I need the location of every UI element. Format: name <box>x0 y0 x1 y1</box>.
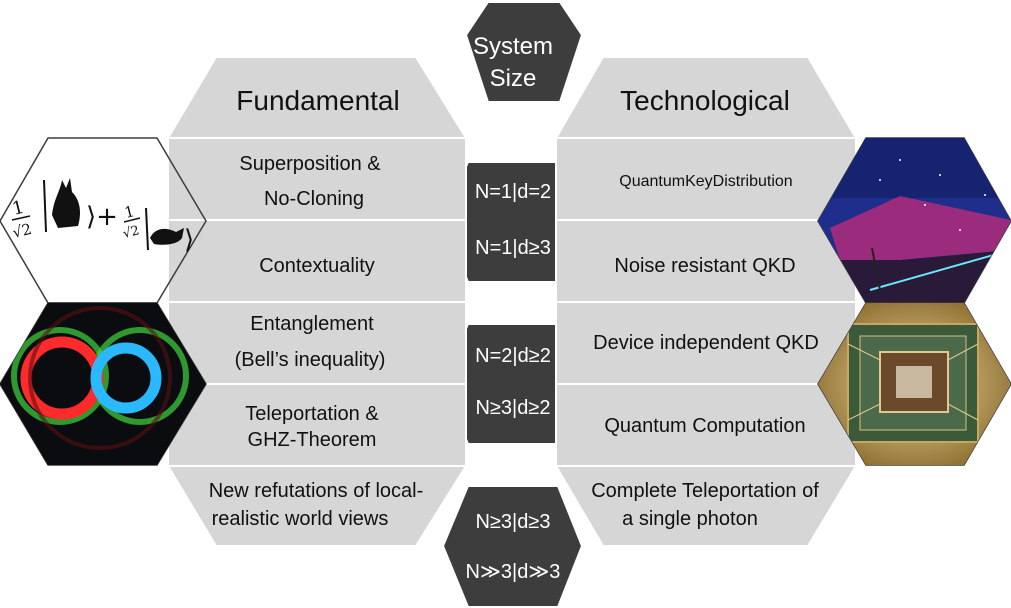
level-n1-d3: N=1|d≥3 <box>475 237 551 259</box>
technological-row-5 <box>554 465 858 547</box>
technological-column: Technological QuantumKeyDistribution Noi… <box>554 56 858 547</box>
svg-text:1: 1 <box>123 202 137 222</box>
fundamental-row-1-line1: Superposition & <box>239 153 381 175</box>
fundamental-header-label: Fundamental <box>236 85 399 116</box>
fundamental-row-3-line1: Entanglement <box>250 313 374 335</box>
technological-row-4-line1: Quantum Computation <box>604 415 805 437</box>
technological-row-2-line1: Noise resistant QKD <box>614 255 795 277</box>
svg-text:⟩: ⟩ <box>184 225 194 255</box>
fundamental-row-1-line2: No-Cloning <box>264 188 364 210</box>
technological-row-3-line1: Device independent QKD <box>593 332 819 354</box>
level-n3-d3: N≥3|d≥3 <box>476 511 551 533</box>
svg-text:√2: √2 <box>121 223 141 242</box>
fundamental-column: Fundamental Superposition & No-Cloning C… <box>166 56 468 547</box>
fundamental-row-2 <box>167 219 467 303</box>
level-n2-d2: N=2|d≥2 <box>475 345 551 367</box>
fundamental-row-4-line2: GHZ-Theorem <box>248 429 377 451</box>
svg-text:1: 1 <box>10 197 26 220</box>
system-size-line1: System <box>473 33 553 60</box>
fundamental-row-4-line1: Teleportation & <box>245 403 379 425</box>
system-size-hexagon: System Size <box>464 1 584 103</box>
fundamental-row-3-line2: (Bell’s inequality) <box>235 349 386 371</box>
technological-row-1-line1: QuantumKeyDistribution <box>619 173 792 190</box>
system-size-line2: Size <box>490 65 537 92</box>
svg-text:⟩+: ⟩+ <box>86 202 118 232</box>
level-n3-d2: N≥3|d≥2 <box>476 397 551 419</box>
level-nmany-dmany: N≫3|d≫3 <box>466 561 561 583</box>
fundamental-row-5-line2: realistic world views <box>212 508 389 530</box>
level-pair-3: N≥3|d≥3 N≫3|d≫3 <box>441 485 584 608</box>
fundamental-row-4 <box>167 383 467 467</box>
schrodinger-cat-formula-image: 1 √2 ⟩+ 1 √2 ⟩ <box>0 137 207 304</box>
fundamental-row-2-line1: Contextuality <box>259 255 375 277</box>
fundamental-row-5-line1: New refutations of local- <box>209 480 424 502</box>
entangled-photon-rings-image <box>0 302 207 466</box>
level-n1-d2: N=1|d=2 <box>475 181 551 203</box>
technological-row-5-line2: a single photon <box>622 508 758 530</box>
technological-row-5-line1: Complete Teleportation of <box>591 480 819 502</box>
quantum-chip-image <box>817 302 1011 466</box>
technological-header-label: Technological <box>620 85 790 116</box>
svg-text:√2: √2 <box>11 220 34 242</box>
fundamental-row-5 <box>166 465 468 547</box>
